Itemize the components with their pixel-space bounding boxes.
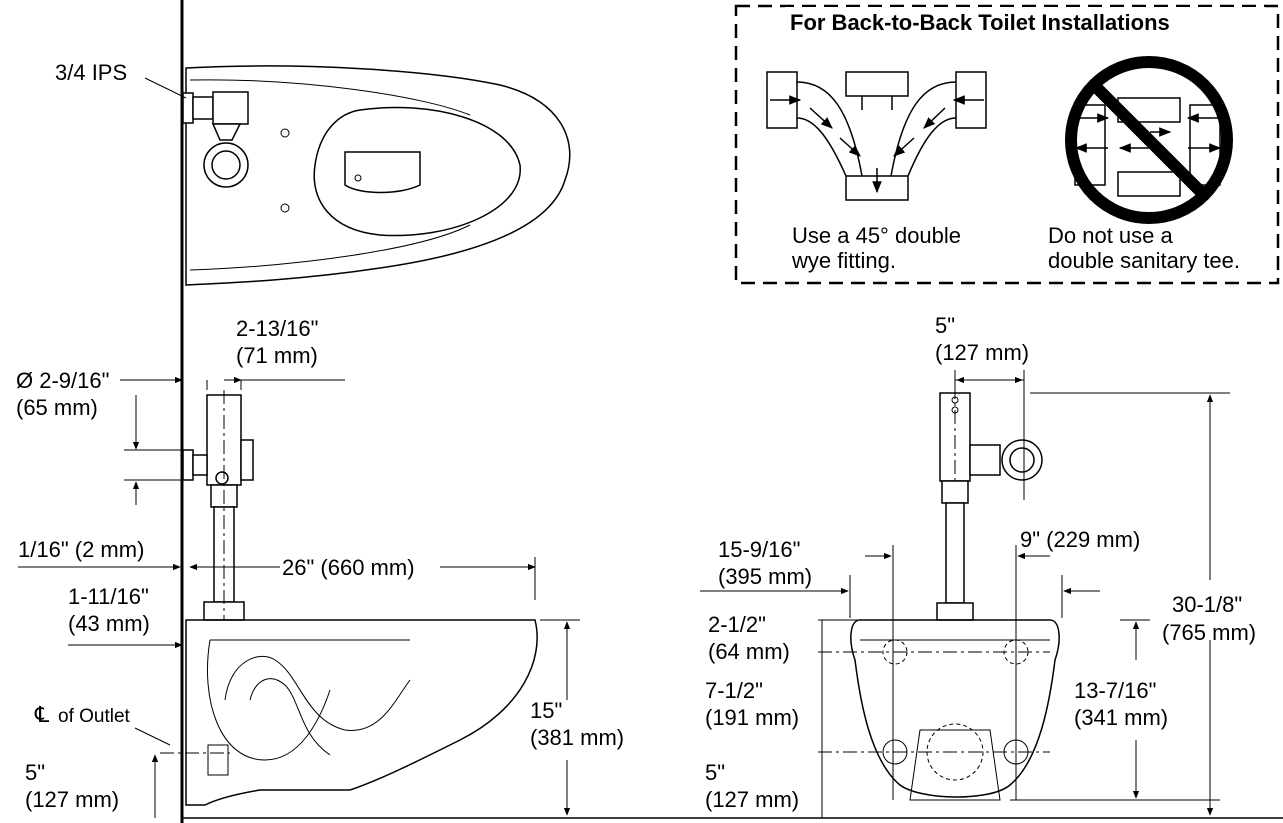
outlet-cl-symbol: ℄	[34, 702, 50, 727]
dim-15-9-16-in: 15-9/16"	[718, 537, 800, 562]
dim-5-top-in: 5"	[935, 313, 955, 338]
dim-2-1-2-mm: (64 mm)	[708, 639, 790, 664]
dim-5-bot-mm: (127 mm)	[705, 787, 799, 812]
front-view-flushometer	[936, 385, 1043, 621]
dim-5-bot-in: 5"	[705, 760, 725, 785]
ips-leader	[144, 77, 187, 99]
inset-title: For Back-to-Back Toilet Installations	[790, 10, 1170, 35]
dim-30-mm: (765 mm)	[1162, 620, 1256, 645]
dim-5-side-in: 5"	[25, 760, 45, 785]
double-sanitary-tee	[1065, 56, 1233, 224]
dim-dia-in: Ø 2-9/16"	[16, 368, 109, 393]
dim-15-9-16-mm: (395 mm)	[718, 564, 812, 589]
back-to-back-inset: For Back-to-Back Toilet Installations Us…	[734, 4, 1280, 285]
dim-9: 9" (229 mm)	[1020, 527, 1140, 552]
side-view-flushometer	[182, 390, 254, 621]
ok-caption-line1: Use a 45° double	[792, 223, 961, 248]
dim-1-11-16-in: 1-11/16"	[68, 584, 149, 609]
double-wye-fitting	[766, 71, 987, 201]
dim-1-16: 1/16" (2 mm)	[18, 537, 144, 562]
dim-13-7-16-in: 13-7/16"	[1074, 678, 1156, 703]
dim-5-top-mm: (127 mm)	[935, 340, 1029, 365]
dim-5-side-mm: (127 mm)	[25, 787, 119, 812]
dim-15-mm: (381 mm)	[530, 725, 624, 750]
bad-caption-line1: Do not use a	[1048, 223, 1174, 248]
dim-2-1-2-in: 2-1/2"	[708, 612, 766, 637]
dim-13-7-16-mm: (341 mm)	[1074, 705, 1168, 730]
top-view-toilet	[182, 65, 571, 286]
ok-caption-line2: wye fitting.	[791, 248, 896, 273]
dim-1-11-16-mm: (43 mm)	[68, 611, 150, 636]
front-view-bowl	[850, 619, 1060, 801]
dim-dia-mm: (65 mm)	[16, 395, 98, 420]
bad-caption-line2: double sanitary tee.	[1048, 248, 1240, 273]
dim-15-in: 15"	[530, 698, 562, 723]
ips-label: 3/4 IPS	[55, 60, 127, 85]
dim-26: 26" (660 mm)	[282, 555, 415, 580]
outlet-label: of Outlet	[58, 706, 131, 727]
dim-7-1-2-in: 7-1/2"	[705, 678, 763, 703]
side-view-bowl	[185, 619, 538, 806]
dim-2-13-16-mm: (71 mm)	[236, 343, 318, 368]
dim-30-in: 30-1/8"	[1172, 592, 1242, 617]
dim-2-13-16-in: 2-13/16"	[236, 316, 318, 341]
dim-7-1-2-mm: (191 mm)	[705, 705, 799, 730]
